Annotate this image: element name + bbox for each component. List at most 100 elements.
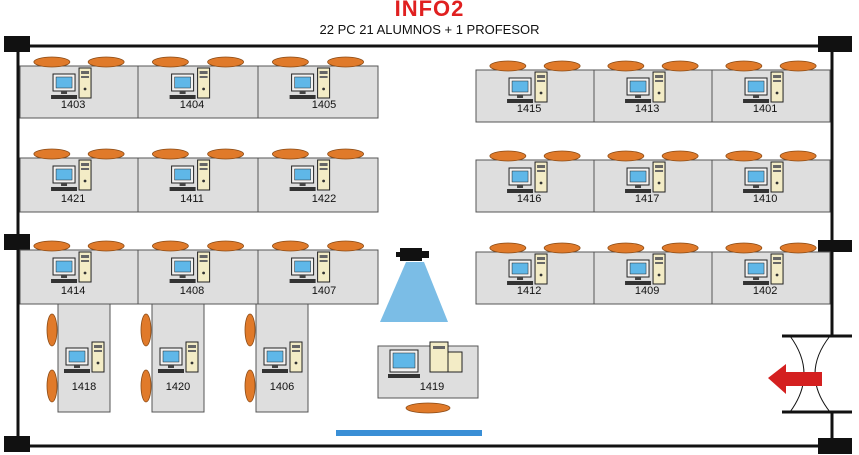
pc-label: 1416 — [517, 193, 541, 205]
chair — [87, 148, 125, 160]
workstation: 1416 — [475, 150, 595, 213]
workstation: 1406 — [244, 303, 309, 413]
page-subtitle: 22 PC 21 ALUMNOS + 1 PROFESOR — [319, 22, 540, 37]
exit-arrow-icon — [768, 364, 822, 394]
pc-label: 1413 — [635, 103, 659, 115]
computer-icon — [743, 161, 784, 193]
chair — [661, 242, 699, 254]
workstation: 1407 — [257, 240, 379, 305]
computer-icon — [51, 67, 92, 99]
pc-label: 1419 — [420, 381, 444, 393]
workstation: 1405 — [257, 56, 379, 119]
workstation: 1414 — [19, 240, 139, 305]
pc-label: 1411 — [180, 193, 204, 205]
desk-row: 1403 1404 1405 — [19, 56, 379, 119]
pc-label: 1415 — [517, 103, 541, 115]
workstation: 1412 — [475, 242, 595, 305]
projection-screen — [336, 430, 482, 436]
computer-icon — [507, 71, 548, 103]
computer-icon — [289, 251, 331, 283]
pc-label: 1401 — [753, 103, 777, 115]
projector-icon — [396, 248, 429, 261]
chair — [725, 60, 763, 72]
chair — [33, 148, 71, 160]
computer-icon — [169, 159, 211, 191]
pc-label: 1408 — [180, 285, 204, 297]
computer-icon — [169, 251, 211, 283]
computer-icon — [289, 67, 331, 99]
chair — [207, 148, 245, 160]
desk-row: 1414 1408 1407 — [19, 240, 379, 305]
computer-icon — [262, 341, 303, 373]
pc-label: 1410 — [753, 193, 777, 205]
workstation: 1403 — [19, 56, 139, 119]
chair — [725, 150, 763, 162]
chair — [207, 240, 245, 252]
workstation: 1411 — [137, 148, 259, 213]
chair — [327, 148, 365, 160]
chair — [779, 242, 817, 254]
room-walls — [4, 36, 852, 454]
workstation: 1422 — [257, 148, 379, 213]
pc-label: 1420 — [166, 381, 190, 393]
pc-label: 1422 — [312, 193, 336, 205]
desk-row: 1415 1413 1401 — [475, 60, 831, 123]
pc-label: 1421 — [61, 193, 85, 205]
pc-label: 1404 — [180, 99, 204, 111]
computer-icon — [51, 251, 92, 283]
chair — [244, 313, 256, 347]
chair — [543, 60, 581, 72]
chair — [46, 369, 58, 403]
chair — [661, 150, 699, 162]
chair — [271, 240, 309, 252]
chair — [489, 150, 527, 162]
page-title: INFO2 — [394, 0, 465, 21]
chair — [779, 150, 817, 162]
chair — [607, 60, 645, 72]
computer-icon — [289, 159, 331, 191]
chair — [33, 56, 71, 68]
computer-icon — [64, 341, 105, 373]
pc-label: 1409 — [635, 285, 659, 297]
pc-label: 1406 — [270, 381, 294, 393]
pc-label: 1418 — [72, 381, 96, 393]
pc-label: 1403 — [61, 99, 85, 111]
desk-row: 1416 1417 1410 — [475, 150, 831, 213]
workstation: 1413 — [593, 60, 713, 123]
desk-row: 1421 1411 1422 — [19, 148, 379, 213]
chair — [244, 369, 256, 403]
exit-door — [768, 334, 852, 414]
chair — [151, 148, 189, 160]
computer-icon — [625, 71, 666, 103]
workstation: 1404 — [137, 56, 259, 119]
chair — [207, 56, 245, 68]
chair — [327, 56, 365, 68]
computer-icon — [507, 161, 548, 193]
pc-label: 1417 — [635, 193, 659, 205]
chair — [607, 150, 645, 162]
vertical-desk-group: 1418 1420 1406 — [46, 303, 309, 413]
computer-icon — [743, 253, 784, 285]
chair — [46, 313, 58, 347]
workstation: 1409 — [593, 242, 713, 305]
workstation: 1418 — [46, 303, 111, 413]
chair — [33, 240, 71, 252]
chair — [543, 150, 581, 162]
projector — [380, 248, 448, 322]
chair — [151, 56, 189, 68]
pc-label: 1414 — [61, 285, 85, 297]
computer-icon — [169, 67, 211, 99]
chair — [779, 60, 817, 72]
pc-label: 1402 — [753, 285, 777, 297]
chair — [405, 402, 451, 414]
chair — [327, 240, 365, 252]
teacher-desk: 1419 — [377, 341, 479, 414]
workstation: 1410 — [711, 150, 831, 213]
workstation: 1402 — [711, 242, 831, 305]
chair — [607, 242, 645, 254]
chair — [725, 242, 763, 254]
chair — [271, 148, 309, 160]
workstation: 1401 — [711, 60, 831, 123]
chair — [489, 60, 527, 72]
